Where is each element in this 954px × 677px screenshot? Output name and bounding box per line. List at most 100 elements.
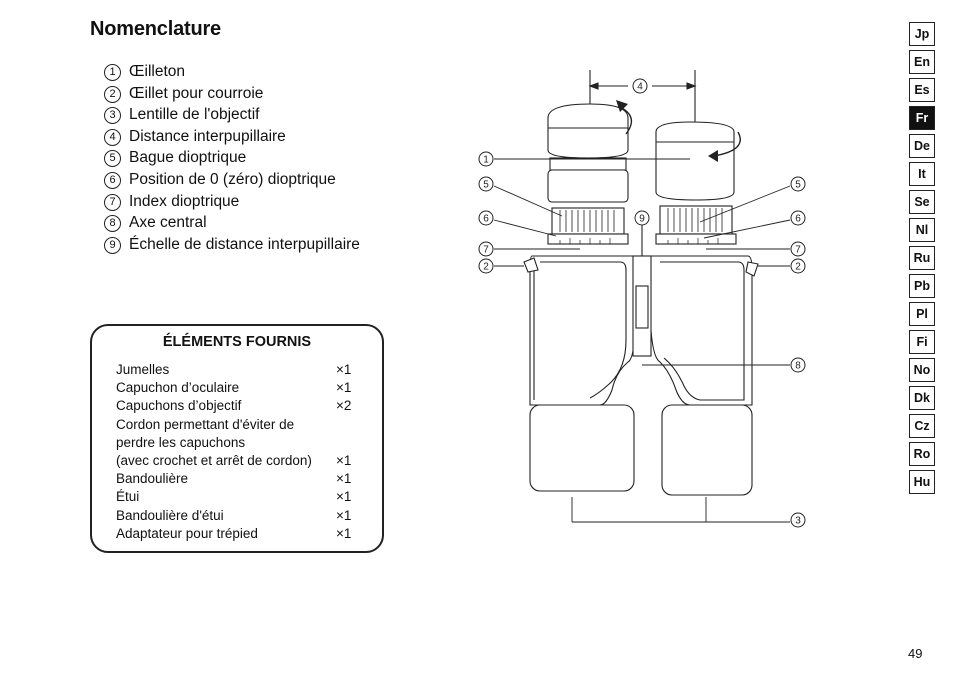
supplied-item-qty: ×1 xyxy=(336,380,352,396)
item-number: 8 xyxy=(104,215,121,233)
supplied-items-list: Jumelles ×1 Capuchon d’oculaire ×1 Capucho… xyxy=(116,361,356,543)
supplied-item-label: perdre les capuchons xyxy=(116,434,246,450)
tab-language-nl[interactable]: Nl xyxy=(909,218,935,242)
callout-7-left: 7 xyxy=(478,241,494,257)
callout-8: 8 xyxy=(790,357,806,373)
supplied-item-row: perdre les capuchons xyxy=(116,434,356,452)
tab-language-en[interactable]: En xyxy=(909,50,935,74)
supplied-item-qty: ×1 xyxy=(336,471,352,487)
tab-language-ro[interactable]: Ro xyxy=(909,442,935,466)
item-label: Index dioptrique xyxy=(129,192,240,210)
tab-language-pb[interactable]: Pb xyxy=(909,274,935,298)
supplied-item-qty: ×1 xyxy=(336,453,352,469)
list-item: 6 Position de 0 (zéro) dioptrique xyxy=(104,169,379,191)
item-number: 7 xyxy=(104,193,121,211)
callout-6-left: 6 xyxy=(478,210,494,226)
supplied-item-label: Capuchons d’objectif xyxy=(116,398,242,414)
item-label: Œilleton xyxy=(129,63,185,80)
item-label: Distance interpupillaire xyxy=(129,127,286,145)
supplied-item-row: Capuchons d’objectif ×2 xyxy=(116,397,356,415)
callout-1: 1 xyxy=(478,151,494,167)
item-label: Œillet pour courroie xyxy=(129,84,264,102)
svg-text:9: 9 xyxy=(639,214,645,225)
tab-language-es[interactable]: Es xyxy=(909,78,935,102)
item-number: 5 xyxy=(104,150,121,168)
supplied-item-qty: ×1 xyxy=(336,507,352,523)
tab-language-ru[interactable]: Ru xyxy=(909,246,935,270)
tab-language-hu[interactable]: Hu xyxy=(909,470,935,494)
item-number: 9 xyxy=(104,236,121,254)
tab-language-cz[interactable]: Cz xyxy=(909,414,935,438)
leader-lines xyxy=(493,158,791,523)
svg-text:8: 8 xyxy=(795,361,801,372)
svg-text:6: 6 xyxy=(795,214,801,225)
supplied-item-label: Capuchon d’oculaire xyxy=(116,380,240,396)
supplied-item-qty xyxy=(336,416,356,434)
callout-5-right: 5 xyxy=(790,176,806,192)
supplied-items-title: ÉLÉMENTS FOURNIS xyxy=(162,334,312,350)
callout-2-left: 2 xyxy=(478,258,494,274)
supplied-item-qty: ×1 xyxy=(336,362,352,377)
supplied-item-label: Jumelles xyxy=(116,362,170,377)
list-item: 3 Lentille de l'objectif xyxy=(104,104,379,126)
callout-9: 9 xyxy=(634,210,650,226)
item-label: Bague dioptrique xyxy=(129,149,247,167)
tab-language-jp[interactable]: Jp xyxy=(909,22,935,46)
item-number: 4 xyxy=(104,128,121,146)
tab-language-pl[interactable]: Pl xyxy=(909,302,935,326)
supplied-item-label: Cordon permettant d'éviter de xyxy=(116,416,295,432)
supplied-item-qty: ×1 xyxy=(336,525,352,541)
svg-text:4: 4 xyxy=(637,82,643,93)
supplied-item-qty xyxy=(336,434,356,452)
item-number: 6 xyxy=(104,171,121,189)
list-item: 4 Distance interpupillaire xyxy=(104,126,379,148)
supplied-item-row: (avec crochet et arrêt de cordon) ×1 xyxy=(116,452,356,470)
supplied-item-row: Adaptateur pour trépied ×1 xyxy=(116,525,356,543)
item-label: Position de 0 (zéro) dioptrique xyxy=(129,170,336,188)
list-item: 8 Axe central xyxy=(104,212,379,234)
item-label: Lentille de l'objectif xyxy=(129,106,260,124)
svg-text:2: 2 xyxy=(483,262,489,273)
tab-language-fi[interactable]: Fi xyxy=(909,330,935,354)
svg-text:5: 5 xyxy=(795,180,801,191)
tab-language-fr[interactable]: Fr xyxy=(909,106,935,130)
callout-5-left: 5 xyxy=(478,176,494,192)
callout-4: 4 xyxy=(632,78,648,94)
supplied-item-label: (avec crochet et arrêt de cordon) xyxy=(116,453,312,469)
callout-6-right: 6 xyxy=(790,210,806,226)
svg-text:6: 6 xyxy=(483,214,489,225)
supplied-item-qty: ×2 xyxy=(336,398,352,414)
binoculars-diagram: 4 1 5 5 6 9 6 7 7 2 2 8 3 xyxy=(478,70,806,528)
tab-language-no[interactable]: No xyxy=(909,358,935,382)
callout-3: 3 xyxy=(790,512,806,528)
tab-language-it[interactable]: It xyxy=(909,162,935,186)
supplied-items-box: ÉLÉMENTS FOURNIS Jumelles ×1 Capuchon d’o… xyxy=(90,324,384,553)
svg-text:2: 2 xyxy=(795,262,801,273)
page-title: Nomenclature xyxy=(90,18,221,40)
supplied-item-qty: ×1 xyxy=(336,489,352,505)
svg-text:3: 3 xyxy=(795,516,801,527)
supplied-item-row: Cordon permettant d'éviter de xyxy=(116,416,356,434)
supplied-item-label: Étui xyxy=(116,489,140,505)
supplied-item-label: Bandoulière d'étui xyxy=(116,507,224,523)
svg-text:5: 5 xyxy=(483,180,489,191)
supplied-item-row: Bandoulière d'étui ×1 xyxy=(116,507,356,525)
supplied-item-row: Capuchon d’oculaire ×1 xyxy=(116,379,356,397)
tab-language-dk[interactable]: Dk xyxy=(909,386,935,410)
supplied-item-label: Adaptateur pour trépied xyxy=(116,525,258,541)
item-number: 3 xyxy=(104,107,121,125)
page-number: 49 xyxy=(908,646,923,661)
central-hinge xyxy=(632,222,652,357)
svg-text:1: 1 xyxy=(483,155,489,166)
eyecup-rotation-arrow-right xyxy=(713,131,741,157)
tab-language-de[interactable]: De xyxy=(909,134,935,158)
tab-language-se[interactable]: Se xyxy=(909,190,935,214)
left-barrel xyxy=(523,103,637,492)
svg-text:7: 7 xyxy=(483,245,489,256)
list-item: 5 Bague dioptrique xyxy=(104,147,379,169)
item-number: 2 xyxy=(104,85,121,103)
item-label: Axe central xyxy=(129,214,207,232)
